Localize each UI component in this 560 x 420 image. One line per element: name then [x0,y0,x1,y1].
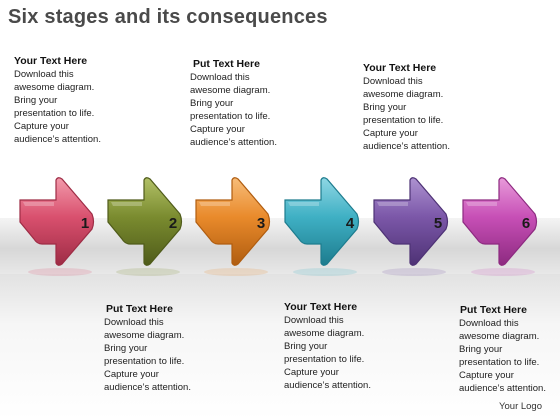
stage-body-line: audience’s attention. [14,134,101,145]
stage-body-line: Download this [459,318,519,329]
arrow-highlight [23,202,54,206]
stage-body-line: Bring your [459,344,503,355]
stage-body-line: audience’s attention. [363,141,450,152]
stage-body-line: audience’s attention. [190,137,277,148]
stage-arrow-6: 6 [462,177,538,276]
page-title: Six stages and its consequences [8,6,328,28]
stage-heading: Your Text Here [363,62,437,74]
arrow-reflection [204,268,268,276]
arrow-shape [373,177,449,266]
stage-number: 1 [81,215,89,232]
stage-body-line: Download this [190,72,250,83]
stage-body-line: Download this [284,315,344,326]
stage-body-line: Bring your [284,341,328,352]
stage-heading: Your Text Here [14,55,88,67]
stage-body-line: awesome diagram. [190,85,271,96]
stage-body-line: Capture your [459,370,514,381]
stage-body-line: presentation to life. [14,108,95,119]
stage-heading: Put Text Here [460,304,527,316]
stage-arrow-4: 4 [284,177,360,276]
stage-body-line: Capture your [104,369,159,380]
logo-text: Your Logo [499,401,542,412]
stage-body-line: Capture your [284,367,339,378]
arrow-reflection [382,268,446,276]
stage-heading: Put Text Here [106,303,173,315]
stage-arrow-3: 3 [195,177,271,276]
stage-body-line: Bring your [363,102,407,113]
stage-body-line: presentation to life. [104,356,185,367]
arrow-reflection [293,268,357,276]
stage-body-line: Capture your [190,124,245,135]
stage-body-line: presentation to life. [284,354,365,365]
stage-body-line: awesome diagram. [363,89,444,100]
stage-body-line: Capture your [14,121,69,132]
stage-number: 3 [257,215,265,232]
stage-arrow-1: 1 [19,177,95,276]
arrow-shape [462,177,538,266]
stage-body-line: audience’s attention. [459,383,546,394]
background-floor [0,274,560,420]
stage-number: 4 [346,215,355,232]
stage-body-line: awesome diagram. [284,328,365,339]
arrow-highlight [199,202,230,206]
stage-heading: Your Text Here [284,301,358,313]
arrow-highlight [466,202,497,206]
arrow-highlight [288,202,319,206]
stage-body-line: Capture your [363,128,418,139]
stage-arrow-5: 5 [373,177,449,276]
stage-body-line: presentation to life. [459,357,540,368]
arrow-reflection [116,268,180,276]
stage-body-line: audience’s attention. [284,380,371,391]
stage-number: 2 [169,215,177,232]
stage-body-line: Bring your [14,95,58,106]
stage-body-line: awesome diagram. [104,330,185,341]
stage-body-line: Download this [363,76,423,87]
arrow-reflection [471,268,535,276]
stage-heading: Put Text Here [193,58,260,70]
stage-arrow-2: 2 [107,177,183,276]
arrow-shape [107,177,183,266]
arrow-shape [284,177,360,266]
arrow-reflection [28,268,92,276]
arrow-highlight [377,202,408,206]
stage-number: 5 [434,215,442,232]
stage-body-line: Download this [104,317,164,328]
stage-body-line: audience’s attention. [104,382,191,393]
stage-body-line: Bring your [104,343,148,354]
stage-body-line: awesome diagram. [14,82,95,93]
arrow-highlight [111,202,142,206]
stage-body-line: Bring your [190,98,234,109]
stage-body-line: Download this [14,69,74,80]
stage-body-line: presentation to life. [190,111,271,122]
arrow-shape [19,177,95,266]
arrow-shape [195,177,271,266]
stage-number: 6 [522,215,530,232]
stage-body-line: presentation to life. [363,115,444,126]
stage-body-line: awesome diagram. [459,331,540,342]
